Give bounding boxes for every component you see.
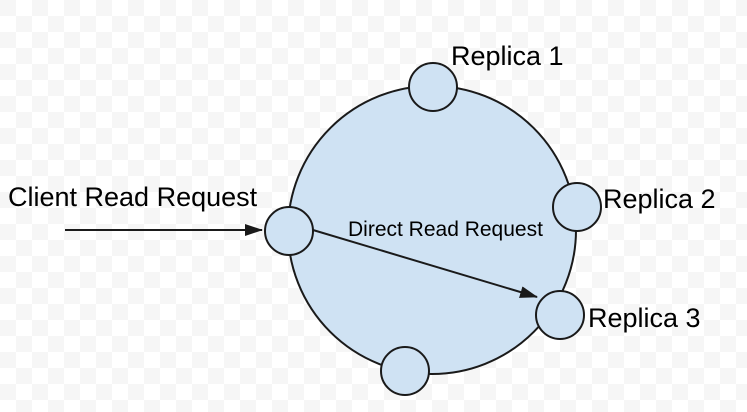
direct-read-arrow	[312, 229, 538, 298]
client-read-request-label: Client Read Request	[8, 182, 258, 212]
replica-3-label: Replica 3	[588, 303, 701, 333]
replica-1-node	[408, 62, 458, 112]
replica-1-label: Replica 1	[451, 41, 564, 71]
replica-2-node	[552, 182, 602, 232]
coordinator-node	[264, 206, 314, 256]
direct-read-request-label: Direct Read Request	[348, 218, 543, 241]
replica-3-node	[535, 290, 585, 340]
bottom-node	[380, 346, 430, 396]
replica-2-label: Replica 2	[603, 184, 716, 214]
